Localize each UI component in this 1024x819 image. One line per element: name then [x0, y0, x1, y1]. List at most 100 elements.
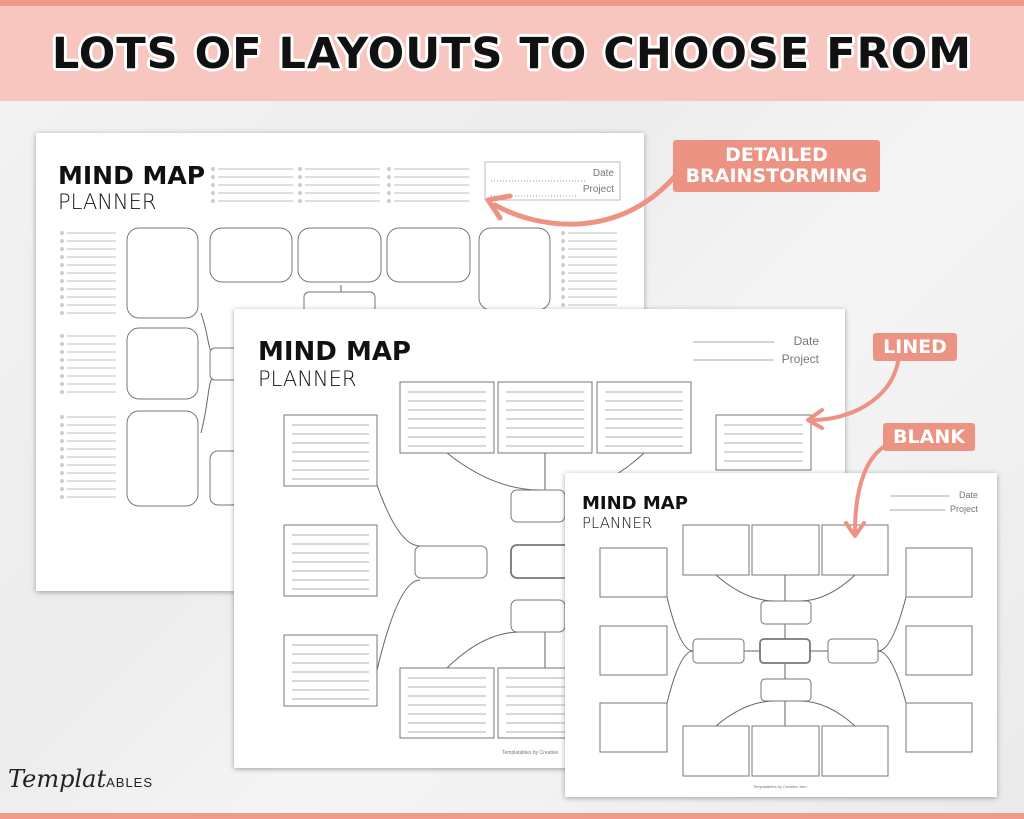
bullet-dot	[211, 183, 215, 187]
mind-map-box	[596, 381, 692, 454]
bullet-dot	[387, 167, 391, 171]
connector-line	[446, 631, 521, 669]
mind-map-box	[905, 625, 973, 676]
bullet-dot	[60, 342, 64, 346]
mind-map-box	[682, 725, 750, 777]
connector-line	[376, 579, 421, 671]
mind-map-box	[386, 227, 471, 283]
arrow-blank	[853, 439, 898, 534]
mind-map-box	[126, 327, 199, 400]
mind-map-box	[209, 227, 293, 283]
bullet-dot	[60, 311, 64, 315]
mind-map-box	[599, 547, 668, 598]
bullet-dot	[211, 175, 215, 179]
bullet-dot	[60, 415, 64, 419]
date-project-box	[484, 161, 621, 201]
bullet-dot	[387, 183, 391, 187]
logo-script: Templat	[8, 765, 107, 793]
mind-map-box	[905, 702, 973, 753]
mind-map-box	[692, 638, 745, 664]
date-label: Date	[592, 168, 614, 179]
bullet-dot	[211, 167, 215, 171]
bullet-dot	[387, 199, 391, 203]
bullet-dot	[561, 247, 565, 251]
page-title: MIND MAP	[58, 161, 206, 190]
mind-map-box	[126, 227, 199, 319]
mind-map-box	[751, 725, 820, 777]
mind-map-box	[599, 625, 668, 676]
bullet-dot	[60, 231, 64, 235]
templatables-logo: TemplatABLES	[8, 765, 153, 793]
page-title: MIND MAP	[582, 493, 688, 514]
bullet-dot	[60, 358, 64, 362]
bullet-dot	[298, 167, 302, 171]
bullet-dot	[60, 471, 64, 475]
bullet-dot	[60, 479, 64, 483]
bullet-dot	[60, 239, 64, 243]
mind-map-box	[283, 634, 378, 707]
bullet-dot	[60, 455, 64, 459]
mind-map-box	[126, 410, 199, 507]
blank-mind-map-page: MIND MAP PLANNER Date Project Templatabl…	[565, 473, 997, 797]
connector-line	[666, 650, 694, 704]
bullet-dot	[60, 295, 64, 299]
blank-label: BLANK	[883, 423, 975, 451]
bullet-dot	[387, 191, 391, 195]
bullet-dot	[60, 350, 64, 354]
mind-map-box	[399, 667, 495, 739]
footer-credit: Templatables by Creative	[502, 750, 559, 756]
bullet-dot	[60, 374, 64, 378]
mind-map-box	[599, 702, 668, 753]
bullet-dot	[60, 487, 64, 491]
page-subtitle: PLANNER	[582, 514, 653, 532]
bullet-dot	[60, 255, 64, 259]
arrowhead-blank	[844, 521, 866, 538]
bullet-dot	[298, 183, 302, 187]
footer-credit: Templatables by Creative Jam	[753, 784, 807, 789]
bullet-dot	[60, 334, 64, 338]
mind-map-box	[297, 227, 382, 283]
mind-map-box	[760, 600, 812, 625]
header-banner: LOTS OF LAYOUTS TO CHOOSE FROM	[0, 6, 1024, 101]
mind-map-box	[827, 638, 879, 664]
connector-line	[877, 596, 907, 652]
connector-line	[376, 484, 421, 547]
bullet-dot	[298, 199, 302, 203]
bullet-dot	[60, 366, 64, 370]
bullet-dot	[561, 231, 565, 235]
mind-map-box	[760, 678, 812, 702]
project-label: Project	[949, 504, 978, 514]
bullet-dot	[60, 263, 64, 267]
arrow-lined	[810, 360, 900, 422]
mind-map-box	[821, 725, 889, 777]
bullet-dot	[60, 390, 64, 394]
bullet-dot	[561, 295, 565, 299]
mind-map-box	[751, 524, 820, 576]
arrow-detailed	[492, 172, 679, 227]
page-title: MIND MAP	[258, 337, 411, 367]
bullet-dot	[211, 199, 215, 203]
bullet-dot	[60, 287, 64, 291]
mind-map-box	[497, 381, 593, 454]
bullet-dot	[60, 423, 64, 427]
page-subtitle: PLANNER	[58, 190, 157, 214]
detailed-brainstorming-label: DETAILED BRAINSTORMING	[673, 140, 880, 192]
bullet-dot	[60, 279, 64, 283]
mind-map-box	[283, 524, 378, 597]
bullet-dot	[561, 263, 565, 267]
bullet-dot	[298, 175, 302, 179]
bullet-dot	[561, 303, 565, 307]
date-label: Date	[958, 490, 978, 500]
bullet-dot	[561, 271, 565, 275]
mind-map-box	[399, 381, 495, 454]
page-subtitle: PLANNER	[258, 367, 357, 391]
lined-label: LINED	[873, 333, 957, 361]
bullet-dot	[60, 247, 64, 251]
mind-map-box	[682, 524, 750, 576]
mind-map-box	[414, 545, 488, 579]
bullet-dot	[561, 287, 565, 291]
top-accent-line	[0, 0, 1024, 6]
bullet-dot	[60, 439, 64, 443]
bullet-dot	[60, 303, 64, 307]
